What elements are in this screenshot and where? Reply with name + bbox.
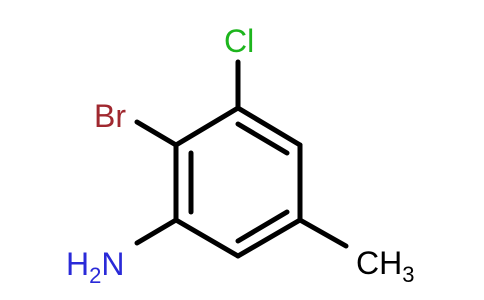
double-bond-inner-c1-c2 [235,121,290,156]
methyl-label: CH3 [356,245,414,287]
chlorine-label: Cl [224,23,254,59]
bromine-label: Br [94,98,126,134]
bond-c6-c1 [173,105,241,148]
amine-label: H2N [66,246,124,288]
bond-c4-c5 [173,217,241,259]
bond-c6-br [134,119,179,148]
amine-nitrogen: N [101,246,124,282]
bond-c3-c4 [235,217,303,259]
methyl-subscript: 3 [402,262,414,287]
bond-c3-ch3 [297,217,349,249]
methyl-ch: CH [356,245,402,281]
amine-hydrogen: H [66,246,89,282]
bond-c5-n [134,217,179,246]
bond-c1-c2 [235,105,303,148]
double-bond-inner-c3-c4 [235,209,290,244]
amine-subscript: 2 [89,263,101,288]
